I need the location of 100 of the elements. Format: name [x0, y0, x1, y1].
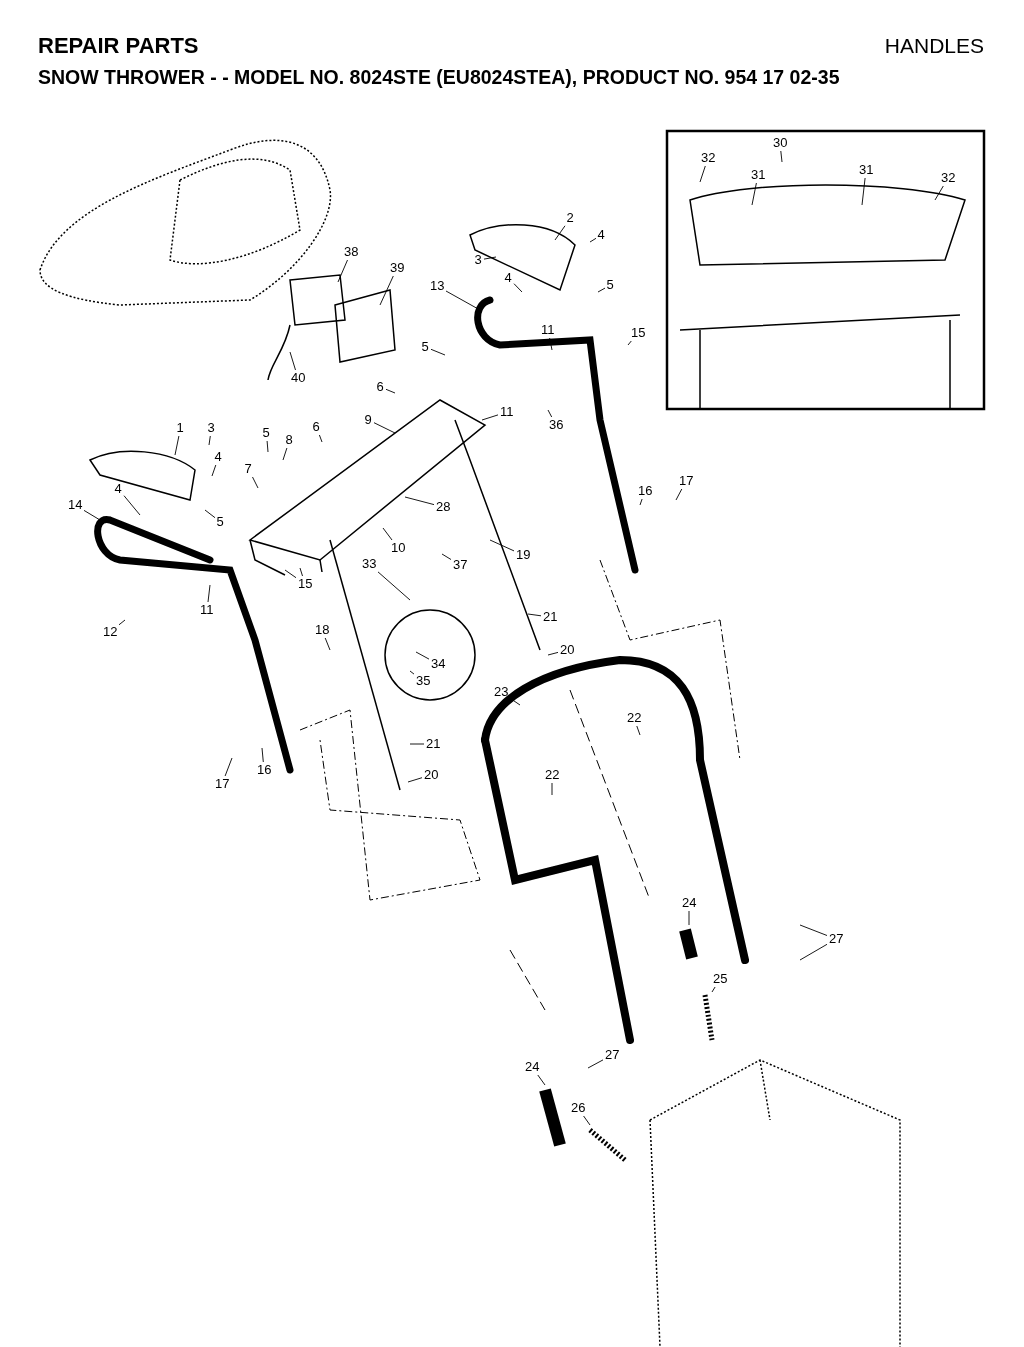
leader-line: [415, 651, 430, 660]
leader-line: [537, 1074, 546, 1086]
callout-number: 4: [213, 450, 223, 464]
leader-line: [252, 476, 259, 489]
model-subtitle: SNOW THROWER - - MODEL NO. 8024STE (EU8024STEA), PRODUCT NO. 954 17 02-35: [38, 66, 840, 89]
leader-line: [636, 725, 641, 736]
leader-line: [554, 225, 566, 241]
leader-line: [404, 496, 435, 506]
callout-number: 8: [284, 433, 294, 447]
callout-number: 4: [503, 271, 513, 285]
leader-line: [385, 388, 396, 394]
leader-line: [589, 237, 597, 243]
leader-line: [204, 509, 216, 519]
leader-line: [551, 782, 553, 796]
leader-line: [379, 275, 394, 306]
callout-number: 18: [314, 623, 331, 637]
callout-number: 19: [515, 548, 532, 562]
leader-line: [382, 527, 393, 541]
leader-line: [547, 409, 553, 418]
callout-number: 17: [214, 777, 231, 791]
callout-number: 33: [361, 557, 378, 571]
callout-number: 31: [858, 163, 875, 177]
callout-number: 26: [570, 1101, 587, 1115]
callout-number: 11: [540, 323, 556, 337]
callout-number: 32: [940, 171, 957, 185]
leader-line: [430, 348, 446, 356]
leader-line: [282, 447, 288, 461]
leader-line: [934, 185, 944, 201]
callout-number: 20: [423, 768, 440, 782]
leader-line: [587, 1059, 604, 1069]
leader-line: [549, 337, 553, 351]
callout-number: 3: [206, 421, 216, 435]
callout-number: 27: [604, 1048, 621, 1062]
callout-number: 5: [261, 426, 271, 440]
callout-number: 16: [637, 484, 654, 498]
callout-number: 31: [750, 168, 767, 182]
leader-line: [527, 613, 542, 617]
leader-line: [583, 1115, 591, 1126]
callout-number: 9: [363, 413, 373, 427]
callout-number: 4: [596, 228, 606, 242]
leader-line: [627, 340, 632, 346]
callout-number: 32: [700, 151, 717, 165]
leader-line: [699, 165, 706, 183]
callout-number: 5: [420, 340, 430, 354]
callout-number: 21: [542, 610, 559, 624]
callout-number: 3: [473, 253, 483, 267]
leader-line: [441, 553, 452, 560]
callout-number: 40: [290, 371, 307, 385]
callout-number: 13: [429, 279, 446, 293]
leader-line: [299, 567, 303, 577]
leader-line: [639, 498, 643, 506]
callout-number: 39: [389, 261, 406, 275]
callout-number: 1: [175, 421, 185, 435]
callout-number: 24: [681, 896, 698, 910]
leader-line: [675, 488, 683, 501]
callout-number: 11: [199, 603, 215, 617]
callout-number: 2: [565, 211, 575, 225]
callout-number: 15: [630, 326, 647, 340]
callout-number: 15: [297, 577, 314, 591]
leader-line: [407, 777, 423, 783]
leader-line: [224, 757, 233, 777]
leader-line: [324, 637, 331, 651]
leader-line: [489, 539, 515, 552]
leader-line: [289, 351, 296, 371]
leader-line: [377, 571, 411, 601]
leader-line: [261, 747, 264, 763]
leader-line: [284, 569, 297, 579]
callout-number: 22: [544, 768, 561, 782]
callout-number: 28: [435, 500, 452, 514]
callout-number: 37: [452, 558, 469, 572]
leader-line: [83, 509, 101, 521]
callout-number: 27: [828, 932, 845, 946]
leader-line: [118, 619, 126, 626]
leader-line: [207, 584, 211, 603]
callout-number: 30: [772, 136, 789, 150]
callout-number: 38: [343, 245, 360, 259]
leader-line: [711, 986, 716, 993]
callout-number: 5: [215, 515, 225, 529]
leader-line: [337, 259, 348, 283]
callout-number: 22: [626, 711, 643, 725]
callout-number: 14: [67, 498, 84, 512]
leader-line: [861, 177, 866, 206]
leader-line: [513, 283, 523, 293]
leader-line: [481, 414, 499, 421]
callout-number: 6: [375, 380, 385, 394]
leader-line: [266, 440, 269, 453]
callout-number: 35: [415, 674, 432, 688]
callout-number: 24: [524, 1060, 541, 1074]
callout-number: 34: [430, 657, 447, 671]
callout-number: 4: [113, 482, 123, 496]
callout-number: 25: [712, 972, 729, 986]
leader-line: [688, 910, 690, 926]
callout-number: 17: [678, 474, 695, 488]
leader-line: [597, 287, 606, 293]
leader-line: [409, 743, 425, 745]
leader-line: [373, 422, 396, 434]
callout-number: 36: [548, 418, 565, 432]
callout-number: 20: [559, 643, 576, 657]
leader-line: [799, 924, 828, 936]
leader-line: [780, 150, 783, 163]
